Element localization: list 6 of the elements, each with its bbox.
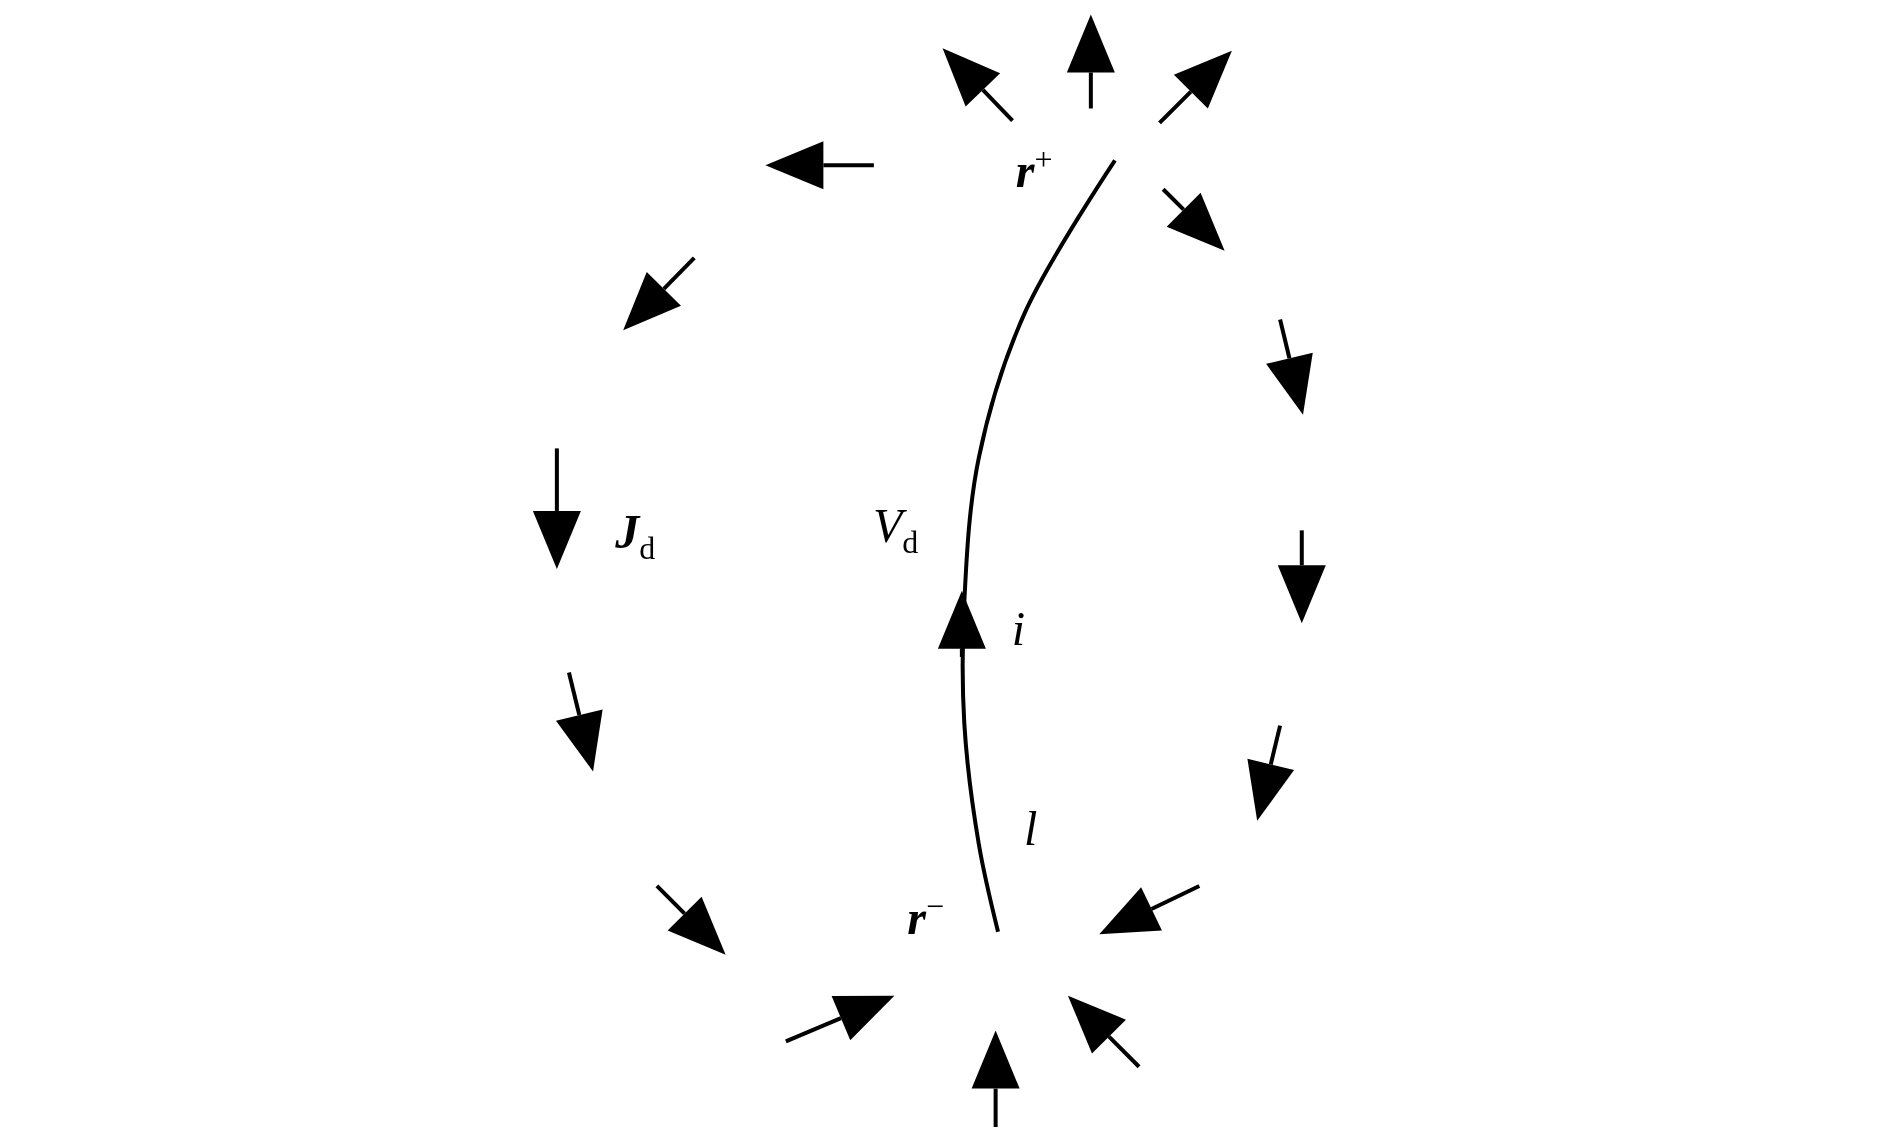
math-label: r$^{+}$ bbox=[1015, 142, 1053, 195]
math-label: r$^{−}$ bbox=[907, 890, 945, 943]
math-label: i bbox=[1011, 605, 1026, 654]
math-label: V$_{d}$ bbox=[872, 502, 919, 559]
math-label: l bbox=[1023, 805, 1038, 854]
math-label: J$_{d}$ bbox=[615, 508, 656, 565]
